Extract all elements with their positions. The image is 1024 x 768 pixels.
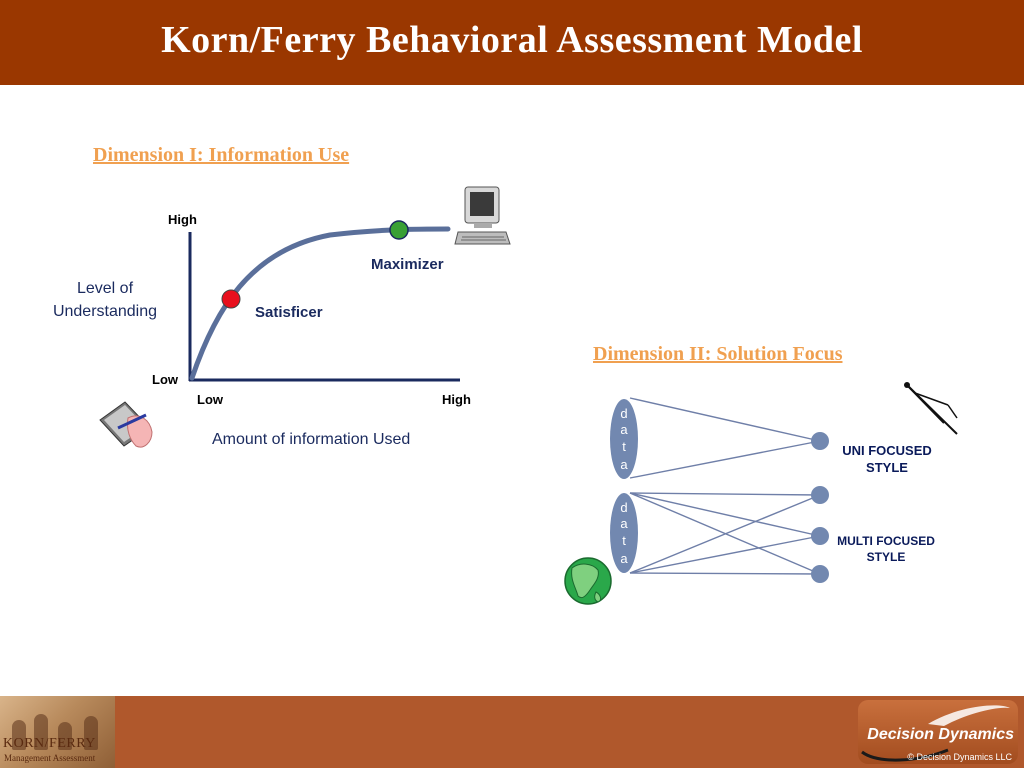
multi-focus-node [811, 565, 829, 583]
korn-ferry-logo-text: KORN/FERRY [3, 736, 96, 751]
data-letter: t [622, 439, 626, 454]
computer-icon [454, 186, 511, 245]
data-letter: a [620, 516, 628, 531]
data-group-1 [610, 399, 638, 479]
uni-focus-node [811, 432, 829, 450]
multi-style-label-line1: MULTI FOCUSED [837, 534, 935, 548]
footer-bar [0, 696, 1024, 768]
data-letter: d [620, 500, 627, 515]
multi-focus-node [811, 486, 829, 504]
maximizer-label: Maximizer [371, 256, 444, 273]
globe-icon [564, 557, 612, 605]
data-letter: a [620, 551, 628, 566]
footer-photo-logo: KORN/FERRY Management Assessment [0, 696, 115, 768]
notepad-hand-icon [99, 401, 153, 448]
solution-focus-diagram: d a t a d a t a UNI FOCUSED STYLE MULTI … [610, 397, 935, 583]
header-bar [0, 0, 1024, 85]
data-group-2 [610, 493, 638, 573]
decision-dynamics-name: Decision Dynamics [867, 726, 1014, 743]
compass-icon [904, 382, 958, 435]
multi-style-label-line2: STYLE [867, 550, 906, 564]
satisficer-label: Satisficer [255, 304, 323, 321]
y-axis-title-line2: Understanding [53, 303, 157, 320]
y-axis-low-label: Low [152, 372, 179, 387]
data-letter: a [620, 457, 628, 472]
maximizer-point [389, 220, 409, 240]
page-title: Korn/Ferry Behavioral Assessment Model [161, 19, 863, 61]
dimension-2-heading: Dimension II: Solution Focus [593, 343, 843, 365]
x-axis-low-label: Low [197, 392, 224, 407]
data-letter: a [620, 422, 628, 437]
y-axis-title-line1: Level of [77, 280, 134, 297]
data-letter: d [620, 406, 627, 421]
copyright-text: © Decision Dynamics LLC [907, 752, 1012, 762]
x-axis-title: Amount of information Used [212, 431, 410, 448]
uni-style-label-line2: STYLE [866, 460, 908, 475]
data-letter: t [622, 533, 626, 548]
korn-ferry-subtitle: Management Assessment [4, 753, 96, 763]
multi-focus-node [811, 527, 829, 545]
decision-dynamics-swoosh [861, 705, 1010, 762]
dimension-1-heading: Dimension I: Information Use [93, 144, 350, 166]
assessment-diagram: High Low Level of Understanding Low High… [53, 186, 958, 605]
y-axis-high-label: High [168, 212, 197, 227]
satisficer-point [221, 289, 241, 309]
information-use-chart: High Low Level of Understanding Low High… [53, 212, 471, 448]
understanding-curve [189, 226, 451, 381]
uni-style-label-line1: UNI FOCUSED [842, 443, 932, 458]
x-axis-high-label: High [442, 392, 471, 407]
